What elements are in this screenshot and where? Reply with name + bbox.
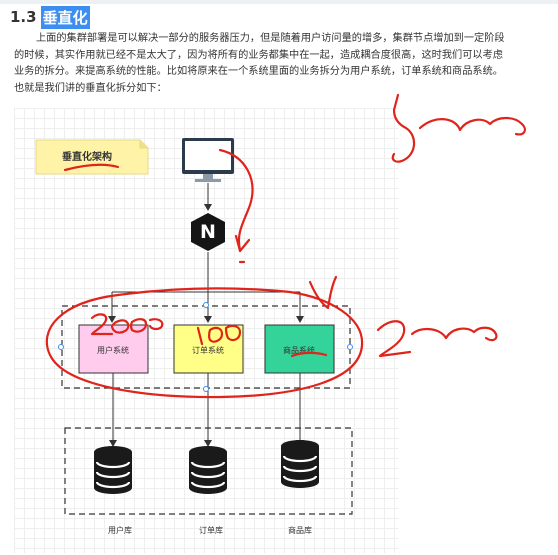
monitor-icon <box>182 138 234 182</box>
database-icon <box>189 446 227 494</box>
database-label: 商品库 <box>288 525 312 535</box>
database-label: 用户库 <box>108 525 132 535</box>
selection-handles <box>58 302 353 392</box>
service-label: 用户系统 <box>97 345 129 355</box>
service-label: 订单系统 <box>192 345 224 355</box>
service-product: 商品系统 <box>264 324 335 374</box>
database-group <box>64 427 353 515</box>
note-card: 垂直化架构 <box>35 139 149 175</box>
note-label: 垂直化架构 <box>62 150 112 163</box>
database-icon <box>94 446 132 494</box>
section-number: 1.3 <box>10 8 37 26</box>
section-title: 垂直化 <box>40 5 90 29</box>
paragraph-line: 上面的集群部署是可以解决一部分的服务器压力，但是随着用户访问量的增多，集群节点增… <box>36 33 505 44</box>
database-label: 订单库 <box>199 525 223 535</box>
paragraph-line: 也就是我们讲的垂直化拆分如下： <box>14 82 167 94</box>
database-icon <box>281 440 319 488</box>
paragraph-line: 的时候，其实作用就已经不是太大了，因为将所有的业务都集中在一起，造成耦合度很高，… <box>14 49 503 61</box>
service-label: 商品系统 <box>283 345 315 355</box>
top-border <box>0 0 558 4</box>
service-user: 用户系统 <box>78 324 149 374</box>
nginx-icon: N <box>191 213 225 251</box>
paragraph-line: 业务的拆分。来提高系统的性能。比如将原来在一个系统里面的业务拆分为用户系统，订单… <box>14 66 503 77</box>
nginx-letter: N <box>200 221 216 243</box>
handwritten-annotations <box>45 93 526 399</box>
section-heading: 1.3 垂直化 <box>10 5 90 29</box>
body-paragraph: 上面的集群部署是可以解决一部分的服务器压力，但是随着用户访问量的增多，集群节点增… <box>14 31 546 97</box>
